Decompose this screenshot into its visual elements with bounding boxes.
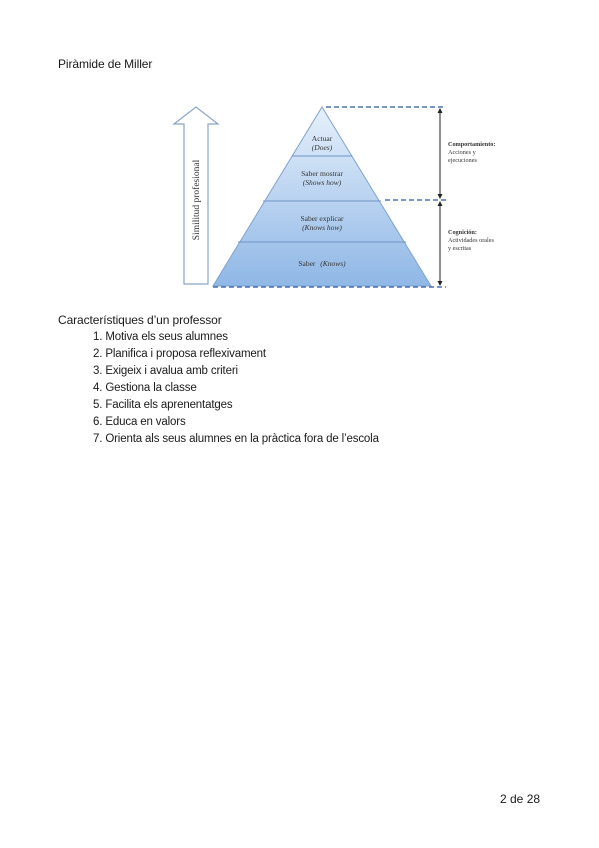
bracket-cognition-head-top bbox=[437, 201, 443, 206]
list-item: 6. Educa en valors bbox=[93, 416, 186, 428]
list-item: 4. Gestiona la classe bbox=[93, 382, 197, 394]
page-number: 2 de 28 bbox=[500, 792, 541, 806]
section-title: Característiques d’un professor bbox=[58, 313, 222, 327]
list-item: 3. Exigeix i avalua amb criteri bbox=[93, 365, 238, 377]
list-item: 5. Facilita els aprenentatges bbox=[93, 399, 233, 411]
pyramid-shape bbox=[212, 106, 432, 287]
bracket-cognition-head-bottom bbox=[437, 281, 443, 286]
list-item: 2. Planifica i proposa reflexivament bbox=[93, 348, 266, 360]
characteristics-list: 1. Motiva els seus alumnes 2. Planifica … bbox=[93, 329, 379, 448]
group-behavior-line1: Acciones y bbox=[448, 149, 477, 156]
level-saber-sub: (Knows) bbox=[320, 259, 346, 268]
miller-pyramid-diagram: Similitud profesional Actuar (Does) Sabe… bbox=[172, 106, 495, 288]
level-actuar-sub: (Does) bbox=[312, 143, 333, 152]
group-behavior-title: Comportamiento: bbox=[448, 141, 495, 148]
arrow-label: Similitud profesional bbox=[191, 159, 202, 240]
bracket-behavior-head-top bbox=[437, 108, 443, 113]
level-saber-mostrar-label: Saber mostrar bbox=[301, 169, 343, 178]
page-heading: Piràmide de Miller bbox=[58, 57, 153, 71]
list-item: 7. Orienta als seus alumnes en la pràcti… bbox=[93, 433, 379, 445]
group-cognition-title: Cognición: bbox=[448, 229, 477, 236]
level-saber-name: Saber bbox=[298, 259, 316, 268]
list-item: 1. Motiva els seus alumnes bbox=[93, 331, 228, 343]
level-saber-mostrar-sub: (Shows how) bbox=[303, 178, 342, 187]
group-behavior-line2: ejecuciones bbox=[448, 157, 477, 164]
level-saber-label: Saber (Knows) bbox=[298, 259, 346, 268]
group-cognition-line1: Actividades orales bbox=[448, 237, 494, 244]
bracket-behavior-head-bottom bbox=[437, 194, 443, 199]
similarity-arrow bbox=[172, 106, 220, 285]
level-actuar-label: Actuar bbox=[312, 134, 333, 143]
group-cognition-line2: y escritas bbox=[448, 245, 472, 252]
miller-pyramid-figure: Similitud profesional Actuar (Does) Sabe… bbox=[168, 97, 513, 297]
level-saber-explicar-label: Saber explicar bbox=[300, 214, 344, 223]
level-saber-explicar-sub: (Knows how) bbox=[302, 223, 342, 232]
